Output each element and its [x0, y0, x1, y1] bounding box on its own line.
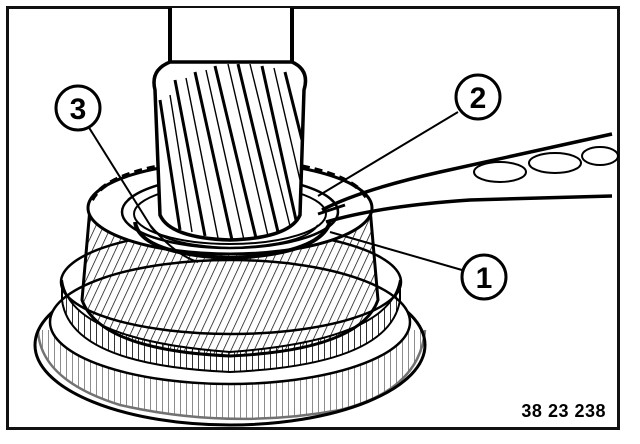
callout-1: 1	[460, 253, 508, 301]
figure-code: 38 23 238	[521, 401, 606, 421]
callout-2: 2	[454, 73, 502, 121]
callout-leaders	[87, 111, 463, 271]
input-shaft	[152, 8, 308, 242]
pliers-tool	[317, 132, 619, 224]
callout-1-label: 1	[476, 262, 493, 295]
callout-3-label: 3	[70, 93, 87, 126]
callout-3: 3	[54, 84, 102, 132]
snap-ring	[133, 221, 332, 261]
callout-2-label: 2	[470, 82, 487, 115]
